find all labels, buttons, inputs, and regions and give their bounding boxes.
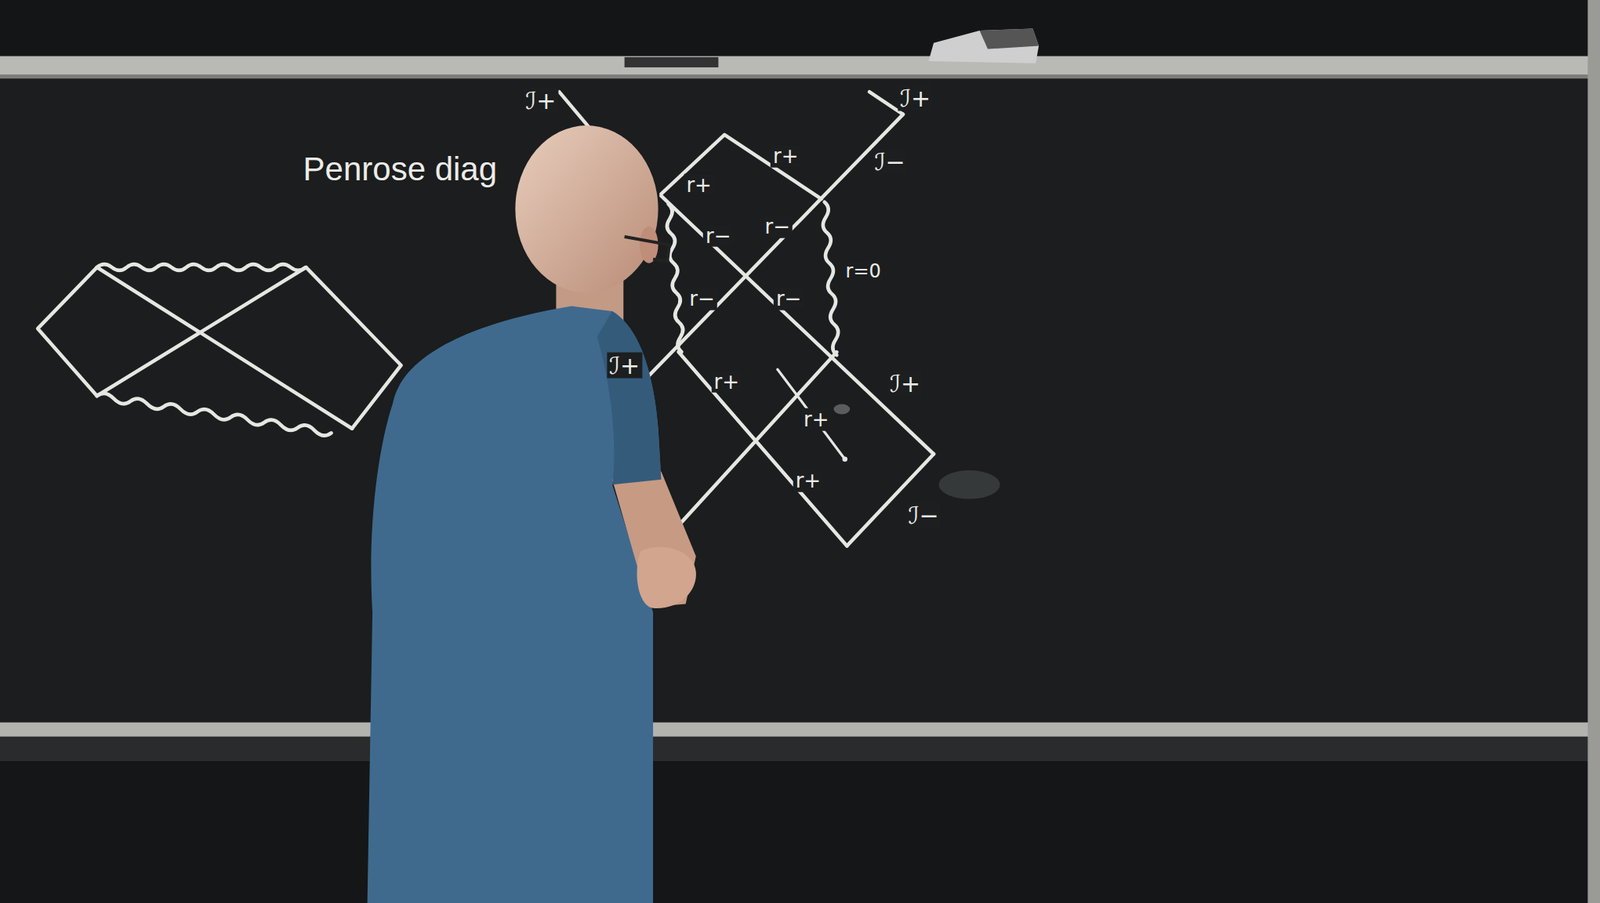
horizon-line [660,134,821,200]
radius-label: r=0 [843,261,884,282]
left-boundary [37,267,97,396]
wall-edge [1587,0,1600,903]
singularity-wavy [823,202,839,356]
lecturer [367,125,697,903]
scri-label: ℐ− [905,502,941,529]
scri-label: ℐ+ [606,351,643,378]
scri-label: ℐ+ [522,87,559,113]
hand [637,547,697,609]
horizon-line [97,267,307,396]
radius-label: r+ [683,173,714,196]
scri-label: ℐ+ [897,84,933,111]
tray-lip [0,736,1600,762]
head [515,125,658,293]
singularity-wavy [97,264,306,271]
radius-label: r+ [793,469,824,493]
horizon-line [678,351,838,526]
chalk-smudge [939,470,1001,499]
chalk-tray-bottom [0,722,1600,737]
scri-line [558,91,592,131]
board-title: Penrose diag [303,151,498,188]
sleeve [596,311,661,485]
event-dot [842,457,849,463]
right-boundary [305,267,401,429]
ear [639,226,658,264]
schwarzschild-diagram [37,264,401,436]
singularity-wavy [667,203,683,352]
stapler [928,28,1040,63]
glasses [624,236,670,262]
scri-label: ℐ+ [887,370,923,397]
null-line [660,195,934,454]
worldline [777,369,846,460]
radius-label: r− [686,287,717,311]
chalk-smudge [833,403,850,414]
lower-board [0,761,1600,903]
horizon-line [97,267,352,429]
singularity-wavy [97,393,332,436]
radius-label: r+ [770,145,801,168]
radius-label: r− [773,287,804,311]
radius-label: r− [762,215,793,239]
eraser [624,57,719,68]
shirt [367,306,662,903]
tray-shadow [0,74,1600,79]
scri-line [846,453,934,546]
radius-label: r+ [711,370,742,394]
null-line [617,114,904,409]
radius-label: r+ [801,408,831,432]
horizon-line [678,351,848,546]
radius-label: r− [703,224,733,247]
chalk-tray-top [0,56,1600,77]
stapler-top [979,28,1039,49]
board-top-strip [0,0,1600,57]
scri-label: ℐ− [871,148,908,175]
